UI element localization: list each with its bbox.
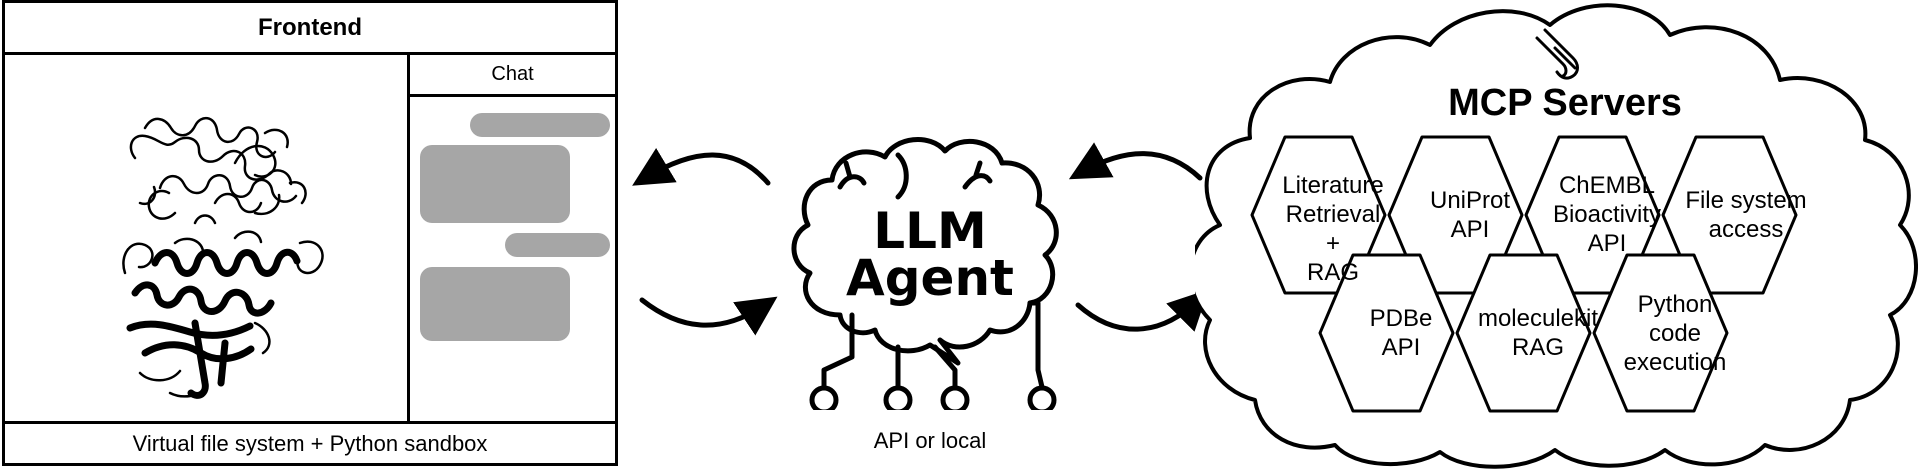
hex-file-system-access bbox=[1661, 135, 1798, 295]
arrow-mcp-to-agent bbox=[1068, 142, 1203, 181]
chat-message-assistant bbox=[420, 145, 570, 223]
chat-title: Chat bbox=[410, 55, 615, 97]
server-label-literature: Literature Retrieval + RAG bbox=[1282, 172, 1384, 286]
mcp-title: MCP Servers bbox=[1448, 82, 1682, 124]
chat-message-assistant bbox=[420, 267, 570, 341]
agent-caption: API or local bbox=[873, 428, 987, 453]
mcp-logo-icon bbox=[1535, 28, 1579, 80]
arrow-frontend-to-agent bbox=[639, 296, 778, 336]
agent-title-line2: Agent bbox=[846, 249, 1014, 307]
mcp-cloud bbox=[1195, 3, 1918, 469]
server-label-chembl: ChEMBL Bioactivity API bbox=[1552, 172, 1662, 257]
agent-title-line1: LLM bbox=[873, 202, 987, 260]
server-label-moleculekit: moleculekit RAG bbox=[1477, 305, 1599, 361]
hex-python-execution bbox=[1592, 253, 1729, 413]
server-label-file-system: File system access bbox=[1685, 187, 1807, 243]
agent-title: LLM Agent bbox=[820, 202, 1040, 307]
brain-icon bbox=[791, 137, 1059, 410]
chat-panel: Chat bbox=[407, 55, 615, 424]
hex-moleculekit-rag bbox=[1455, 253, 1592, 413]
arrow-agent-to-frontend bbox=[632, 147, 771, 186]
frontend-footer: Virtual file system + Python sandbox bbox=[5, 421, 615, 463]
hex-pdbe-api bbox=[1318, 253, 1455, 413]
chat-message-user bbox=[470, 113, 610, 137]
frontend-title: Frontend bbox=[5, 3, 615, 55]
server-label-uniprot: UniProt API bbox=[1429, 187, 1511, 243]
server-label-python: Python code execution bbox=[1623, 291, 1727, 376]
server-label-pdbe: PDBe API bbox=[1369, 305, 1433, 361]
protein-structure-image bbox=[122, 117, 324, 399]
frontend-panel: Frontend Chat Virtual f bbox=[2, 0, 618, 466]
arrow-agent-to-mcp bbox=[1075, 289, 1209, 332]
chat-message-user bbox=[505, 233, 610, 257]
